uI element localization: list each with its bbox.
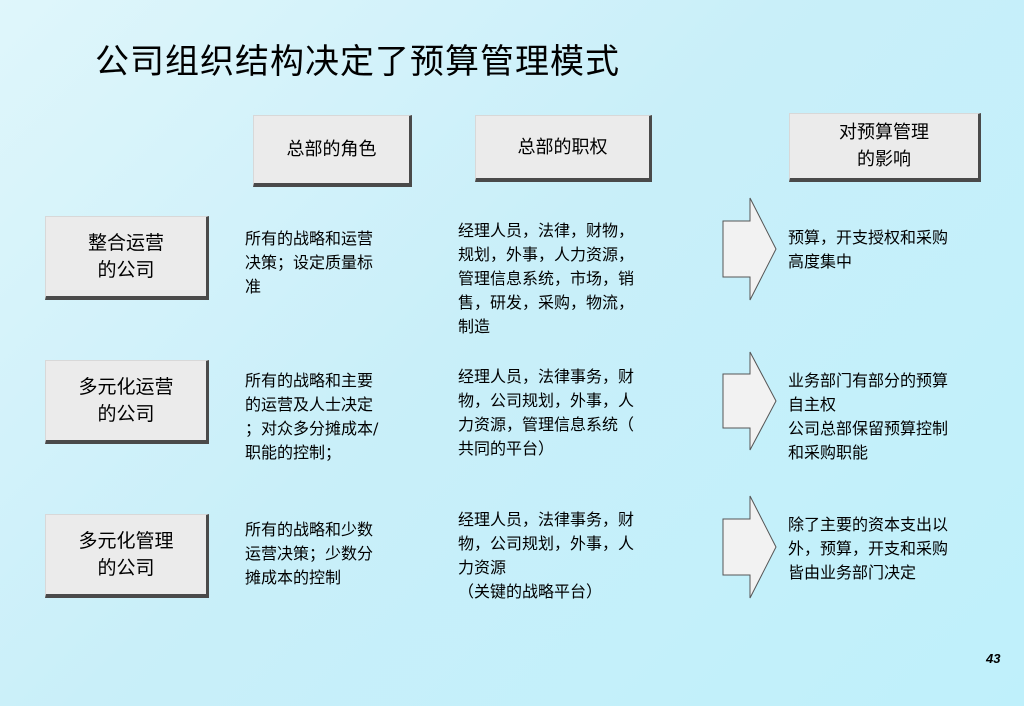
right-arrow-icon — [722, 495, 777, 599]
header-budget-impact: 对预算管理 的影响 — [789, 113, 981, 182]
page-number: 43 — [986, 651, 1001, 666]
row-1-budget-impact: 业务部门有部分的预算 自主权 公司总部保留预算控制 和采购职能 — [788, 371, 949, 462]
slide-title: 公司组织结构决定了预算管理模式 — [95, 42, 620, 82]
row-label-integrated-operations: 整合运营 的公司 — [45, 216, 209, 300]
header-hq-role: 总部的角色 — [253, 115, 412, 187]
row-label-diversified-management: 多元化管理 的公司 — [45, 514, 209, 598]
row-0-hq-authority: 经理人员，法律，财物， 规划，外事，人力资源， 管理信息系统，市场，销 售，研发… — [458, 221, 635, 336]
row-2-hq-role: 所有的战略和少数 运营决策；少数分 摊成本的控制 — [245, 520, 374, 587]
row-1-hq-authority: 经理人员，法律事务，财 物，公司规划，外事，人 力资源，管理信息系统（ 共同的平… — [458, 367, 635, 458]
right-arrow-icon — [722, 351, 777, 451]
row-0-hq-role: 所有的战略和运营 决策；设定质量标 准 — [245, 229, 374, 296]
row-1-hq-role: 所有的战略和主要 的运营及人士决定 ；对众多分摊成本/ 职能的控制； — [245, 371, 379, 462]
row-2-hq-authority: 经理人员，法律事务，财 物，公司规划，外事，人 力资源 （关键的战略平台） — [458, 510, 635, 601]
header-hq-authority: 总部的职权 — [475, 115, 652, 182]
right-arrow-icon — [722, 197, 777, 301]
row-0-budget-impact: 预算，开支授权和采购 高度集中 — [788, 228, 949, 271]
row-label-diversified-operations: 多元化运营 的公司 — [45, 360, 209, 444]
row-2-budget-impact: 除了主要的资本支出以 外，预算，开支和采购 皆由业务部门决定 — [788, 515, 949, 582]
